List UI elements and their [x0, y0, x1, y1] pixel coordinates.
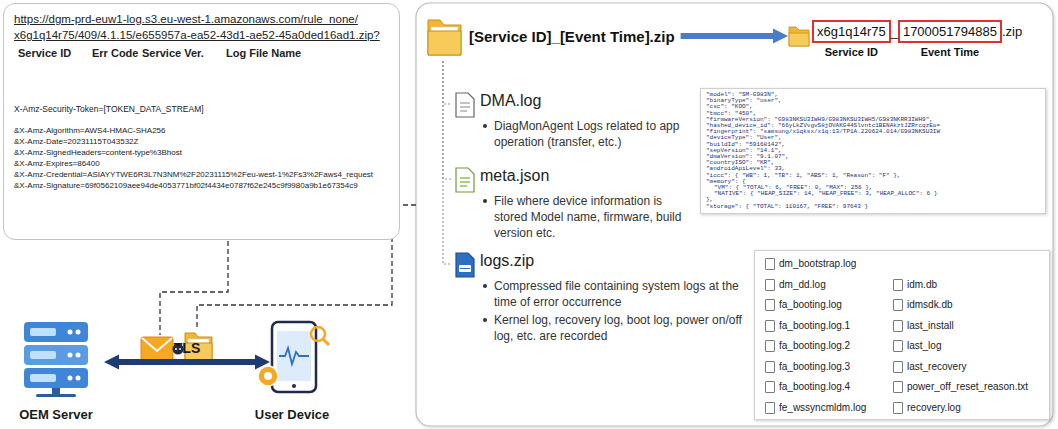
bullet-text: DiagMonAgent Logs related to app operati… [494, 118, 694, 150]
json-line: "storage": { "TOTAL": 110167, "FREE": 97… [706, 204, 1040, 210]
part-label: Service ID [825, 43, 878, 58]
tree-line [443, 61, 451, 104]
query-param: &X-Amz-Credential=ASIAYYTWE6R3L7N3NM%2F2… [14, 170, 373, 179]
log-file-entry: dm_bootstrap.log [765, 257, 856, 271]
url-part-label: Log File Name [226, 47, 301, 59]
file-title-text: meta.json [480, 165, 694, 187]
folder-icon [428, 20, 461, 55]
leader-line [160, 241, 228, 335]
highlighted-part: x6g1q14r75 [812, 20, 891, 43]
zip-name-part: x6g1q14r75Service ID [812, 20, 891, 58]
query-param: &X-Amz-Algorithm=AWS4-HMAC-SHA256 [14, 126, 166, 135]
file-title: logs.zip [480, 250, 749, 272]
server-icon [24, 322, 88, 397]
log-file-entry: last_log [893, 339, 941, 353]
json-file-icon [456, 168, 474, 192]
log-file-entry: last_install [893, 319, 954, 333]
log-file-entry: fa_booting.log.2 [765, 339, 850, 353]
log-file-entry: fa_booting.log.3 [765, 360, 850, 374]
highlighted-part: 1700051794885 [898, 20, 1002, 43]
bullet-text: File where device information is stored … [494, 193, 694, 241]
block-arrow [681, 33, 782, 39]
file-title-text: DMA.log [480, 90, 694, 112]
bullet-dot [483, 284, 487, 288]
zip-name-part: 1700051794885Event Time [898, 20, 1002, 58]
file-title-text: logs.zip [480, 250, 749, 272]
bullet-text: Compressed file containing system logs a… [494, 278, 749, 310]
file-pattern: [Service ID]_[Event Time].zip [469, 28, 675, 45]
zip-example-node: x6g1q14r75Service ID_1700051794885Event … [788, 20, 1022, 58]
log-file-entry: fa_booting.log [765, 298, 842, 312]
file-entry: meta.jsonFile where device information i… [452, 165, 694, 243]
device-node: User Device [240, 318, 344, 422]
zip-file-icon [456, 253, 474, 277]
url-part-label: Service ID [18, 47, 71, 59]
file-list-screenshot: dm_bootstrap.log dm_dd.log fa_booting.logf… [754, 250, 1050, 420]
file-name-part: .zip [1002, 20, 1022, 43]
node-label: User Device [240, 407, 344, 422]
file-title: DMA.log [480, 90, 694, 112]
query-param: &X-Amz-Signature=69f0562109aee94de405377… [14, 181, 358, 190]
zip-name-row: x6g1q14r75Service ID_1700051794885Event … [812, 20, 1022, 58]
json-screenshot: "model": "SM-G983N","binaryType": "user"… [700, 88, 1046, 214]
json-line: "NATIVE": { "HEAP_SIZE": 14, "HEAP_FREE"… [706, 191, 1040, 197]
bullet-item: Compressed file containing system logs a… [480, 278, 749, 310]
file-name-part: _ [891, 20, 898, 43]
url-part-label: Err Code [92, 47, 138, 59]
file-entry: DMA.logDiagMonAgent Logs related to app … [452, 90, 694, 152]
log-file-entry: last_recovery [893, 360, 966, 374]
log-file-entry: fa_booting.log.4 [765, 380, 850, 394]
bullet-item: Kernel log, recovery log, boot log, powe… [480, 312, 749, 344]
file-entry: logs.zipCompressed file containing syste… [452, 250, 749, 346]
bullet-item: File where device information is stored … [480, 193, 694, 241]
log-file-entry: dm_dd.log [765, 278, 826, 292]
folder-icon [789, 27, 809, 46]
tls-arrow [110, 359, 264, 365]
log-file-entry: power_off_reset_reason.txt [893, 380, 1028, 394]
zip-name-part: .zip [1002, 20, 1022, 43]
query-param: &X-Amz-SignedHeaders=content-type%3Bhost [14, 148, 182, 157]
envelope-icon [141, 337, 173, 360]
url-text: https://dgm-prd-euw1-log.s3.eu-west-1.am… [14, 13, 358, 25]
phone-icon [258, 322, 329, 392]
tree-line [443, 61, 451, 264]
tree-line [443, 61, 451, 179]
log-file-entry: fe_wssyncmldm.log [765, 401, 866, 415]
bullet-dot [483, 199, 487, 203]
log-file-icon [456, 93, 474, 117]
log-file-entry: recovery.log [893, 401, 961, 415]
part-label: Event Time [921, 43, 980, 58]
json-line: "binaryType": "user", [706, 98, 1040, 104]
log-file-entry: idm.db [893, 278, 937, 292]
file-panel [416, 3, 1053, 426]
query-param: &X-Amz-Expires=86400 [14, 159, 100, 168]
bullet-text: Kernel log, recovery log, boot log, powe… [494, 312, 749, 344]
json-line: "iccc": { "WB": 1, "TB": 1, "ABS": 1, "R… [706, 173, 1040, 179]
bullet-dot [483, 318, 487, 322]
url-box: https://dgm-prd-euw1-log.s3.eu-west-1.am… [3, 3, 400, 240]
log-file-entry: idmsdk.db [893, 298, 953, 312]
server-node: OEM Server [10, 318, 102, 422]
file-title: meta.json [480, 165, 694, 187]
bullet-dot [483, 124, 487, 128]
zip-pattern-node: [Service ID]_[Event Time].zip [425, 12, 675, 60]
edge-label: TLS [174, 340, 200, 356]
url-part-label: Service Ver. [142, 47, 204, 59]
url-text: x6g1q14r75/409/4.1.15/e655957a-ea52-43d1… [14, 29, 380, 41]
query-param: X-Amz-Security-Token=[TOKEN_DATA_STREAM] [14, 104, 204, 114]
log-file-entry: fa_booting.log.1 [765, 319, 850, 333]
zip-name-part: _ [891, 20, 898, 43]
bullet-item: DiagMonAgent Logs related to app operati… [480, 118, 694, 150]
query-param: &X-Amz-Date=20231115T043532Z [14, 137, 138, 146]
node-label: OEM Server [10, 407, 102, 422]
